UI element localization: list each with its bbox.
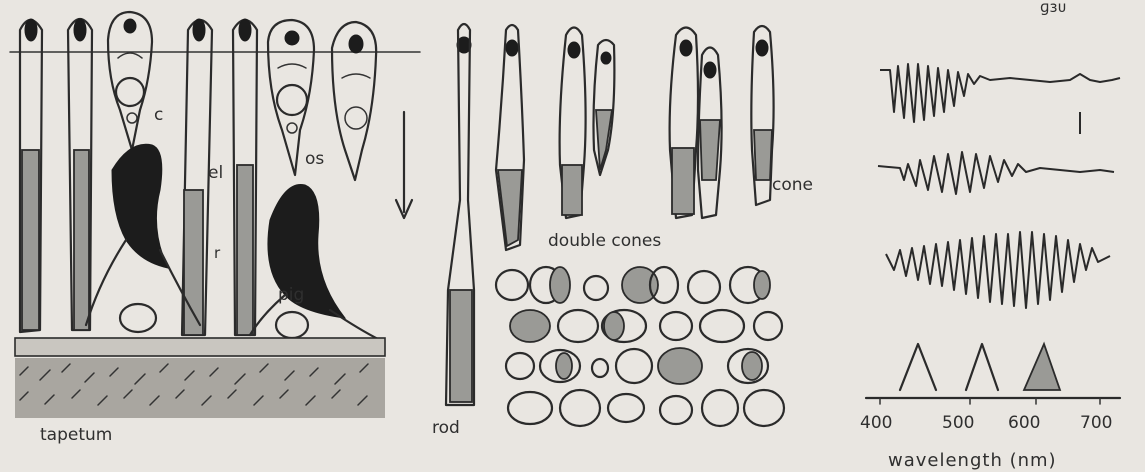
panel-a-retina: c el os r pig tapetum xyxy=(10,12,420,445)
panel-b-photoreceptors: double cones cone rod xyxy=(432,24,813,438)
response-trace-2 xyxy=(878,152,1114,194)
nucleus-2 xyxy=(276,312,308,338)
label-el: el xyxy=(208,163,223,183)
rod-cell-1 xyxy=(20,19,42,332)
mosaic-row-2 xyxy=(510,310,782,342)
single-cone-1 xyxy=(496,25,524,250)
label-cone: cone xyxy=(772,175,813,195)
mosaic-row-3 xyxy=(506,348,768,384)
single-cone-2 xyxy=(751,26,773,205)
isolated-rod xyxy=(446,24,474,405)
corner-text: ɡɜᴜ xyxy=(1040,0,1066,16)
wavelength-axis-label: wavelength (nm) xyxy=(888,450,1057,471)
cone-cell-1 xyxy=(108,12,152,150)
tick-label-600: 600 xyxy=(1008,413,1040,433)
rod-cell-4 xyxy=(233,19,257,335)
nucleus-1 xyxy=(120,304,156,332)
double-cone-1 xyxy=(560,28,615,219)
cone-mosaic xyxy=(496,267,784,426)
panel-c-spectral-responses: ɡɜᴜ 400 500 600 700 wavelength (nm) xyxy=(860,0,1120,471)
label-c: c xyxy=(154,105,163,125)
response-trace-1 xyxy=(880,64,1120,122)
tick-label-400: 400 xyxy=(860,413,892,433)
tick-label-700: 700 xyxy=(1080,413,1112,433)
rod-cell-2 xyxy=(68,19,92,330)
label-double-cones: double cones xyxy=(548,231,661,251)
response-trace-3 xyxy=(886,232,1110,308)
label-rod: rod xyxy=(432,418,460,438)
double-cone-2 xyxy=(670,28,722,219)
spectral-peak-2 xyxy=(966,344,998,390)
tapetum-layer xyxy=(15,358,385,418)
label-os: os xyxy=(305,149,324,169)
mosaic-row-4 xyxy=(508,390,784,426)
label-r: r xyxy=(214,244,221,262)
spectral-peak-1 xyxy=(900,344,936,390)
light-direction-arrow xyxy=(396,112,412,218)
membrane-band xyxy=(15,338,385,356)
mosaic-row-1 xyxy=(496,267,770,303)
cone-cell-3 xyxy=(332,22,376,180)
label-tapetum: tapetum xyxy=(40,425,112,445)
label-pig: pig xyxy=(278,285,304,305)
tick-label-500: 500 xyxy=(942,413,974,433)
spectral-peak-3 xyxy=(1024,344,1060,390)
